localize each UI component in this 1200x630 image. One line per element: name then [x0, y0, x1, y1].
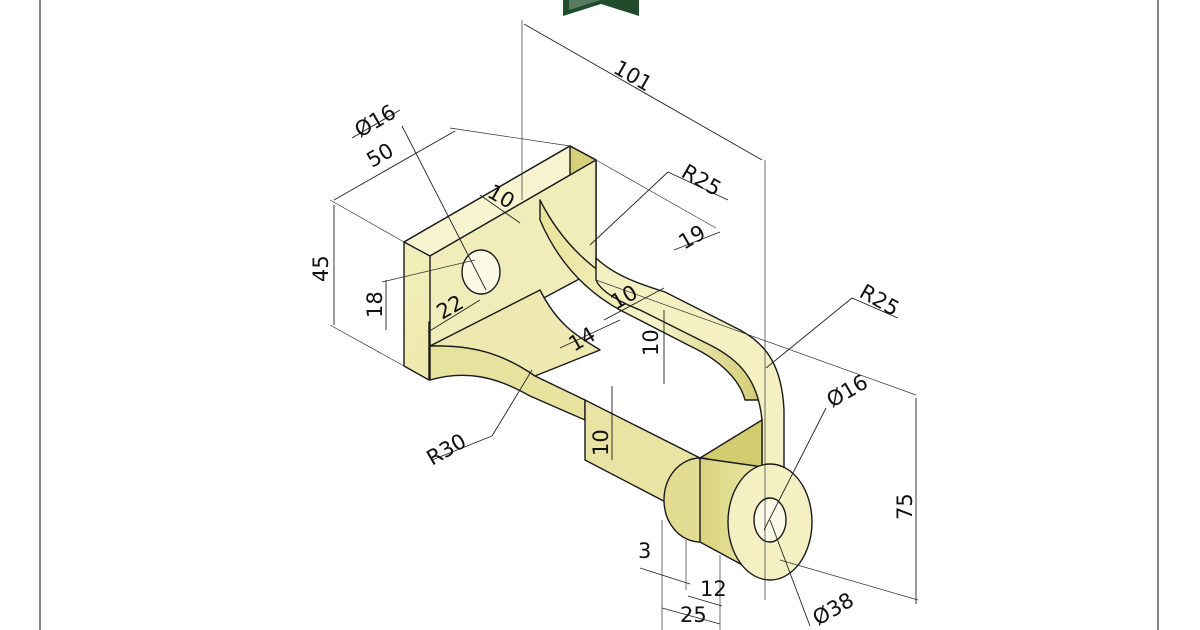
- dim-dia16-top: Ø16: [351, 100, 400, 142]
- dim-r25-top: R25: [678, 160, 726, 201]
- dim-45: 45: [309, 255, 333, 282]
- logo: [563, 0, 639, 16]
- dim-19: 19: [675, 220, 710, 254]
- dim-r30: R30: [423, 429, 471, 470]
- dim-18: 18: [363, 291, 387, 318]
- dim-r25-right: R25: [856, 280, 904, 321]
- dim-dia38: Ø38: [809, 588, 858, 630]
- plate-hole: [461, 249, 501, 295]
- dimension-labels: 101 50 Ø16 45 18 22 10 R25 19 10 14 10 1…: [309, 56, 917, 630]
- dim-25: 25: [680, 603, 707, 627]
- dim-3: 3: [638, 539, 651, 563]
- dim-10-web: 10: [639, 329, 663, 356]
- dim-75: 75: [893, 493, 917, 520]
- part-body: [403, 145, 813, 581]
- dim-12: 12: [700, 577, 727, 601]
- dim-101: 101: [610, 56, 657, 97]
- dim-10-low: 10: [589, 429, 613, 456]
- dimension-lines: [329, 20, 919, 630]
